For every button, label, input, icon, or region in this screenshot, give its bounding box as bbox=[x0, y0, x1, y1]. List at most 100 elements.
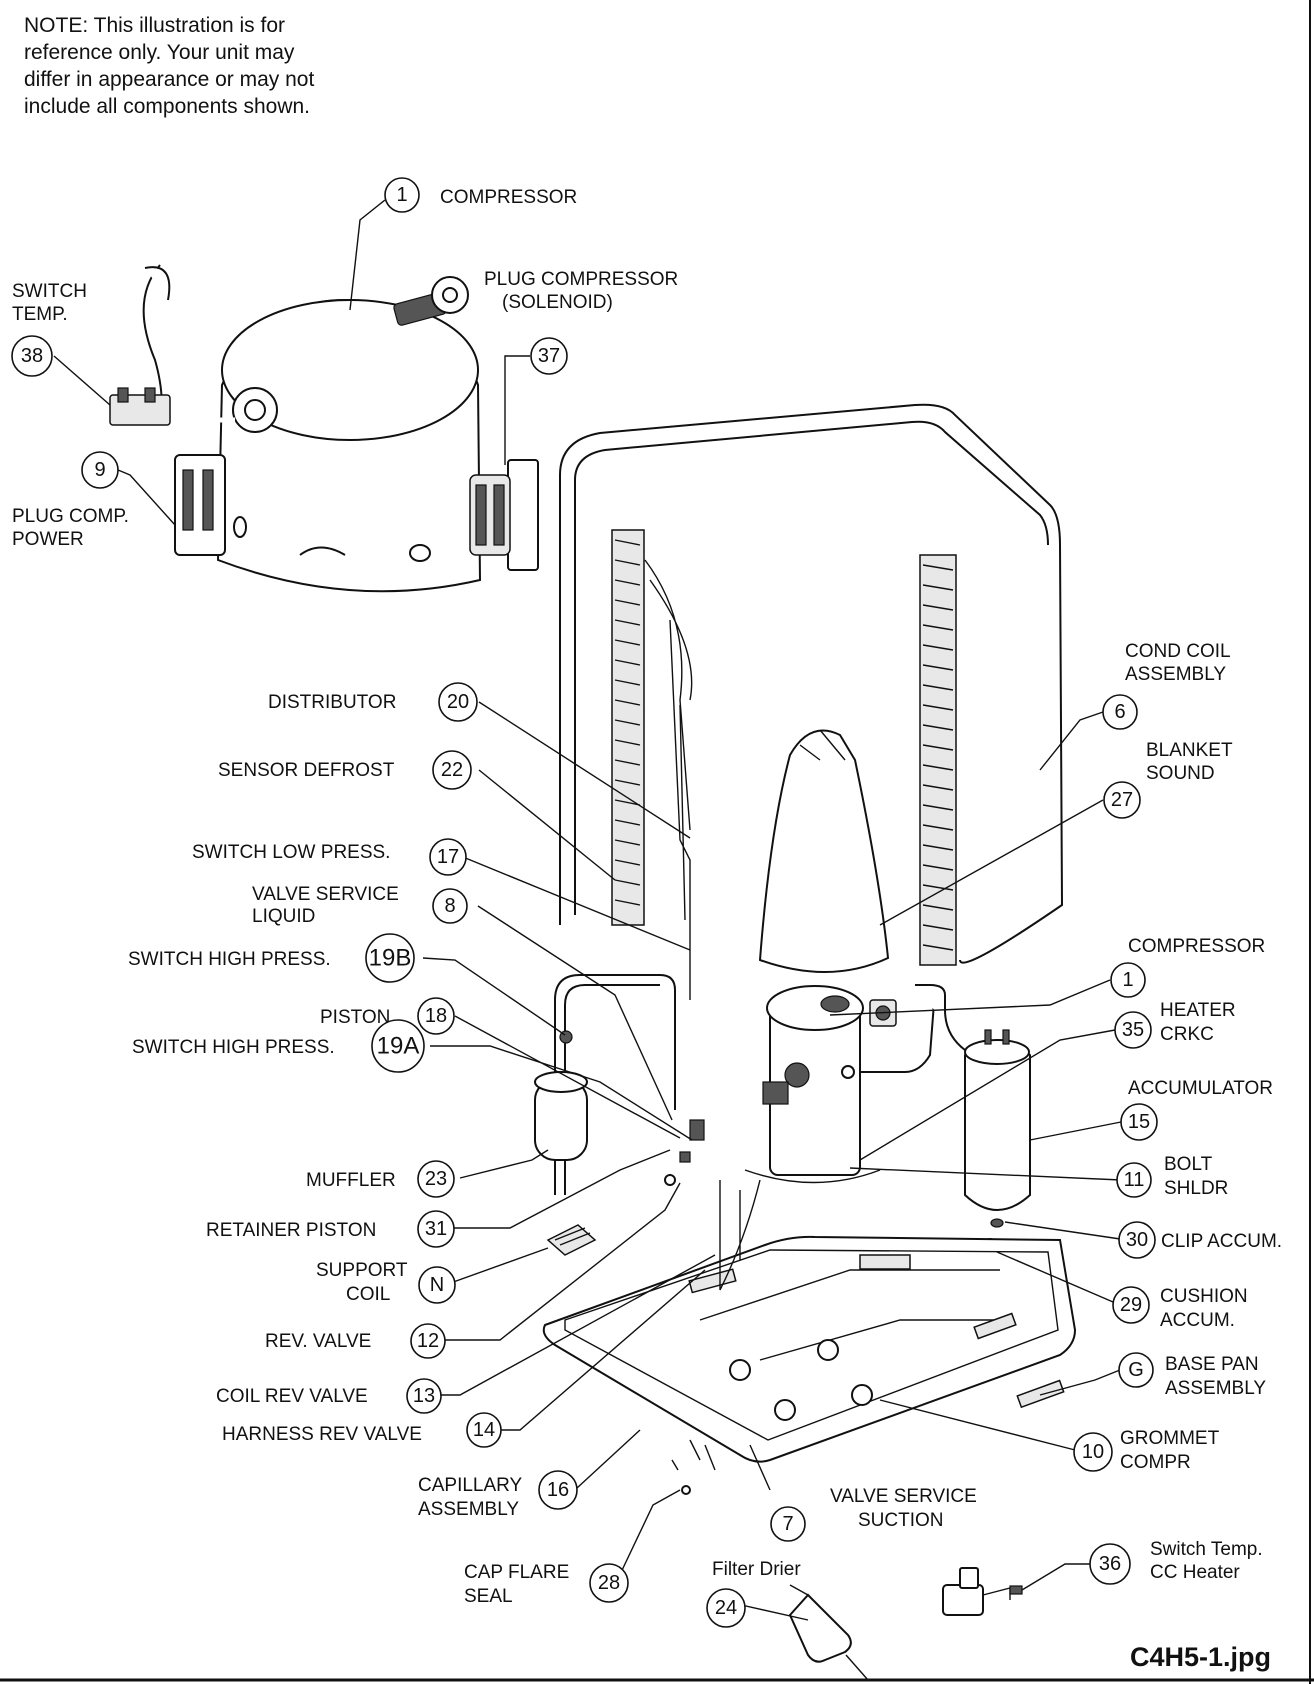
filter-drier-drawing bbox=[788, 1584, 869, 1681]
callout-bolt-shldr-number: 11 bbox=[1124, 1169, 1145, 1191]
callout-blanket-sound: BLANKET SOUND 27 bbox=[1103, 740, 1233, 819]
callout-harness-rev-valve-circle bbox=[466, 1412, 502, 1448]
callout-switch-temp: SWITCH TEMP. 38 bbox=[11, 281, 87, 377]
callout-switch-low-press: SWITCH LOW PRESS. 17 bbox=[192, 838, 467, 876]
callout-valve-service-suction-number: 7 bbox=[782, 1513, 793, 1535]
callout-piston: PISTON 18 bbox=[320, 997, 455, 1035]
callout-valve-service-liquid-number: 8 bbox=[444, 895, 455, 917]
callout-harness-rev-valve: HARNESS REV VALVE 14 bbox=[222, 1412, 502, 1448]
callout-blanket-sound-number: 27 bbox=[1111, 789, 1133, 811]
sound-blanket-drawing bbox=[758, 729, 890, 973]
callout-clip-accum-number: 30 bbox=[1126, 1229, 1148, 1251]
callout-rev-valve-number: 12 bbox=[417, 1330, 439, 1352]
note-line-4: include all components shown. bbox=[24, 95, 310, 118]
callout-switch-high-press-b: SWITCH HIGH PRESS. 19B bbox=[128, 933, 415, 983]
callout-bolt-shldr-circle bbox=[1116, 1162, 1152, 1198]
callout-rev-valve-label: REV. VALVE bbox=[265, 1331, 371, 1352]
callout-cushion-accum-label-2: ACCUM. bbox=[1160, 1310, 1235, 1331]
callout-accumulator-circle bbox=[1120, 1103, 1158, 1141]
callout-switch-temp-cc-heater-number: 36 bbox=[1099, 1553, 1121, 1575]
callout-muffler-circle bbox=[417, 1160, 455, 1198]
callout-cond-coil-label-2: ASSEMBLY bbox=[1125, 664, 1226, 685]
callout-blanket-sound-label-2: SOUND bbox=[1146, 763, 1215, 784]
support-coil-drawing bbox=[546, 1224, 597, 1256]
callout-valve-service-suction-label-1: VALVE SERVICE bbox=[830, 1486, 977, 1507]
callout-grommet-compr-label-2: COMPR bbox=[1120, 1452, 1191, 1473]
callout-cond-coil-label-1: COND COIL bbox=[1125, 641, 1231, 662]
callout-cond-coil-number: 6 bbox=[1114, 701, 1125, 723]
callout-muffler-label: MUFFLER bbox=[306, 1170, 396, 1191]
callout-capillary-assembly-label-2: ASSEMBLY bbox=[418, 1499, 519, 1520]
callout-capillary-assembly-circle bbox=[538, 1470, 578, 1510]
callout-filter-drier-label: Filter Drier bbox=[712, 1559, 801, 1580]
callout-switch-temp-cc-heater-circle bbox=[1089, 1543, 1131, 1585]
callout-muffler: MUFFLER 23 bbox=[306, 1160, 455, 1198]
callout-switch-temp-label-1: SWITCH bbox=[12, 281, 87, 302]
callout-valve-service-suction: 7 VALVE SERVICE SUCTION bbox=[770, 1486, 977, 1542]
callout-plug-compressor-label-1: PLUG COMPRESSOR bbox=[484, 269, 678, 290]
callout-cushion-accum-label-1: CUSHION bbox=[1160, 1286, 1248, 1307]
callout-retainer-piston: RETAINER PISTON 31 bbox=[206, 1210, 455, 1248]
note-line-3: differ in appearance or may not bbox=[24, 68, 314, 91]
callout-accumulator-label: ACCUMULATOR bbox=[1128, 1078, 1273, 1099]
callout-distributor-label: DISTRIBUTOR bbox=[268, 692, 396, 713]
callout-sensor-defrost-label: SENSOR DEFROST bbox=[218, 760, 395, 781]
callout-sensor-defrost: SENSOR DEFROST 22 bbox=[218, 750, 472, 790]
callout-coil-rev-valve-label: COIL REV VALVE bbox=[216, 1386, 368, 1407]
callout-heater-crkc-number: 35 bbox=[1122, 1019, 1144, 1041]
callout-accumulator-number: 15 bbox=[1128, 1111, 1150, 1133]
callout-valve-service-liquid-label-1: VALVE SERVICE bbox=[252, 884, 399, 905]
callout-rev-valve: REV. VALVE 12 bbox=[265, 1323, 446, 1359]
callout-switch-high-press-b-number: 19B bbox=[369, 945, 412, 972]
callout-compressor-right-label: COMPRESSOR bbox=[1128, 936, 1265, 957]
callout-cond-coil-circle bbox=[1102, 694, 1138, 730]
callout-retainer-piston-label: RETAINER PISTON bbox=[206, 1220, 376, 1241]
callout-base-pan-label-1: BASE PAN bbox=[1165, 1354, 1259, 1375]
callout-switch-temp-cc-heater: 36 Switch Temp. CC Heater bbox=[1089, 1539, 1263, 1585]
callout-base-pan-number: G bbox=[1128, 1359, 1144, 1381]
callout-plug-comp-power-label-2: POWER bbox=[12, 529, 84, 550]
callout-compressor-right-number: 1 bbox=[1122, 969, 1133, 991]
callout-compressor-top: 1 COMPRESSOR bbox=[384, 177, 577, 213]
callout-cond-coil: COND COIL ASSEMBLY 6 bbox=[1102, 641, 1231, 730]
callout-switch-temp-number: 38 bbox=[21, 345, 43, 367]
callout-switch-temp-label-2: TEMP. bbox=[12, 304, 68, 325]
callout-bolt-shldr-label-1: BOLT bbox=[1164, 1154, 1213, 1175]
callout-plug-comp-power-circle bbox=[81, 451, 119, 489]
callout-switch-temp-cc-heater-label-1: Switch Temp. bbox=[1150, 1539, 1263, 1560]
callout-piston-label: PISTON bbox=[320, 1007, 390, 1028]
leader-lines bbox=[53, 199, 1128, 1621]
callout-compressor-right-circle bbox=[1110, 962, 1146, 998]
callout-support-coil-number: N bbox=[430, 1274, 444, 1296]
callout-valve-service-liquid-label-2: LIQUID bbox=[252, 906, 315, 927]
callout-capillary-assembly-label-1: CAPILLARY bbox=[418, 1475, 523, 1496]
callout-harness-rev-valve-label: HARNESS REV VALVE bbox=[222, 1424, 422, 1445]
callout-valve-service-suction-label-2: SUCTION bbox=[858, 1510, 944, 1531]
callout-valve-service-liquid-circle bbox=[432, 888, 468, 924]
callout-cap-flare-seal: CAP FLARE SEAL 28 bbox=[464, 1562, 629, 1607]
callout-compressor-right: COMPRESSOR 1 bbox=[1110, 936, 1265, 998]
callout-filter-drier-number: 24 bbox=[715, 1597, 737, 1619]
callout-cap-flare-seal-number: 28 bbox=[598, 1572, 620, 1594]
callout-plug-compressor-circle bbox=[530, 337, 568, 375]
callout-grommet-compr-number: 10 bbox=[1082, 1441, 1104, 1463]
callout-cap-flare-seal-label-1: CAP FLARE bbox=[464, 1562, 569, 1583]
base-pan-drawing bbox=[542, 1179, 1077, 1495]
callout-base-pan-label-2: ASSEMBLY bbox=[1165, 1378, 1266, 1399]
callout-muffler-number: 23 bbox=[425, 1168, 447, 1190]
callout-retainer-piston-number: 31 bbox=[425, 1218, 447, 1240]
callout-heater-crkc: 35 HEATER CRKC bbox=[1114, 1000, 1236, 1049]
callout-switch-low-press-circle bbox=[429, 838, 467, 876]
callout-clip-accum: 30 CLIP ACCUM. bbox=[1118, 1221, 1282, 1259]
callout-valve-service-suction-circle bbox=[770, 1506, 806, 1542]
callout-harness-rev-valve-number: 14 bbox=[473, 1419, 495, 1441]
callout-compressor-top-number: 1 bbox=[396, 184, 407, 206]
callout-coil-rev-valve: COIL REV VALVE 13 bbox=[216, 1378, 442, 1414]
callout-bolt-shldr-label-2: SHLDR bbox=[1164, 1178, 1228, 1199]
callout-support-coil-label-2: COIL bbox=[346, 1284, 390, 1305]
filename-label: C4H5-1.jpg bbox=[1130, 1642, 1271, 1672]
callout-switch-low-press-number: 17 bbox=[437, 846, 459, 868]
callout-rev-valve-circle bbox=[410, 1323, 446, 1359]
callout-clip-accum-label: CLIP ACCUM. bbox=[1161, 1231, 1282, 1252]
callout-plug-compressor-label-2: (SOLENOID) bbox=[502, 292, 613, 313]
